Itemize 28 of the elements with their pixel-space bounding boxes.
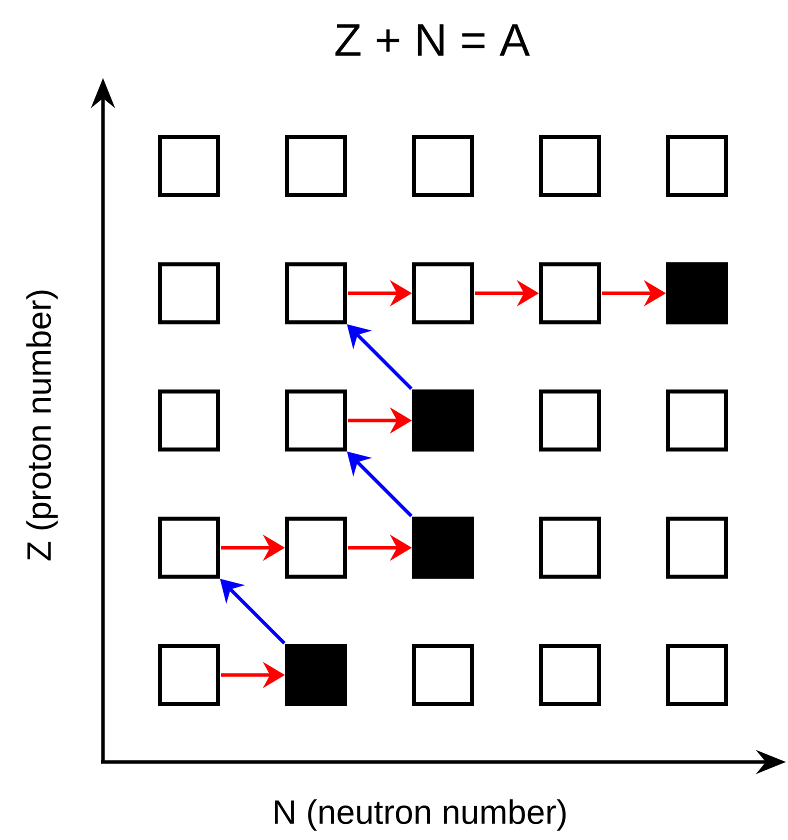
title: Z + N = A [335,24,530,56]
stable-nuclide-square [666,262,728,324]
stable-nuclide-square [412,389,474,452]
nuclide-square [412,262,474,324]
nuclide-square [539,516,601,579]
nuclide-square [412,644,474,706]
nuclide-square [539,390,601,452]
nuclide-square [158,516,220,579]
nuclide-square [158,135,220,197]
nuclide-square [158,390,220,452]
nuclide-square [158,262,220,324]
nuclide-square [158,644,220,706]
nuclide-square [666,644,728,706]
nuclide-square [285,390,347,452]
nuclide-square [285,516,347,579]
nuclide-square [539,135,601,197]
nuclide-square [285,135,347,197]
stable-nuclide-square [284,644,348,706]
nuclide-square [666,135,728,197]
nuclide-square [666,516,728,579]
nuclide-square [539,644,601,706]
stable-nuclide-square [412,516,474,579]
axis-label: Z (proton number) [26,290,58,560]
nuclide-square [412,135,474,197]
nuclide-square [666,390,728,452]
axis-label: N (neutron number) [275,799,566,831]
nuclide-square [539,262,601,324]
nuclide-square [285,262,347,324]
